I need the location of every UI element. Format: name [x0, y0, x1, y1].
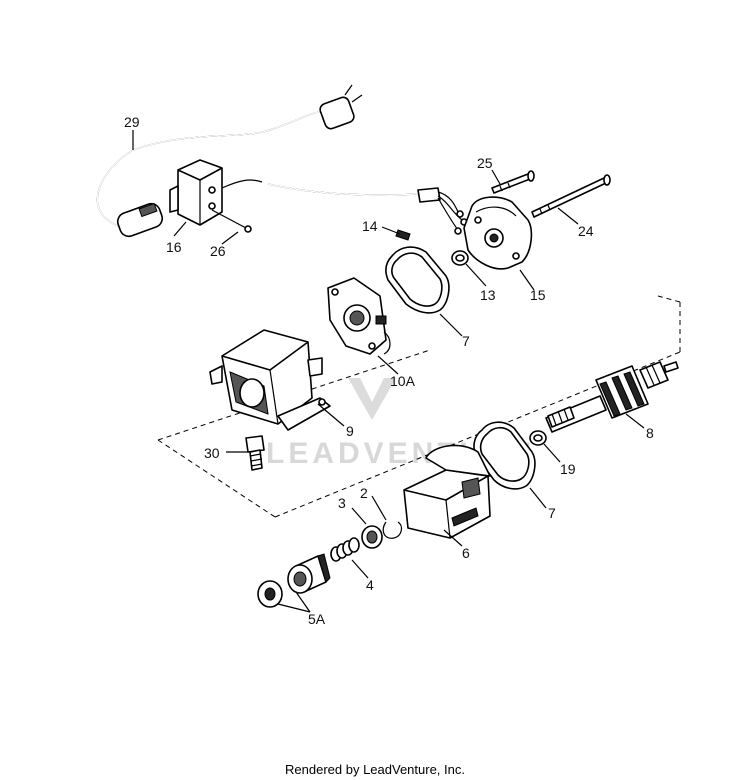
callout-3: 3 [338, 495, 346, 511]
switch-box [169, 159, 263, 226]
leader-lines [132, 130, 645, 613]
bolt-25 [491, 170, 535, 194]
rendered-by-footer: Rendered by LeadVenture, Inc. [285, 762, 465, 777]
callout-16: 16 [166, 239, 182, 255]
callout-14: 14 [362, 218, 378, 234]
callout-4: 4 [366, 577, 374, 593]
bolt-24 [531, 174, 611, 218]
drive-housing [403, 444, 491, 539]
callout-29: 29 [124, 114, 140, 130]
washer-19 [529, 430, 547, 446]
callout-6: 6 [462, 545, 470, 561]
callout-24: 24 [578, 223, 594, 239]
callout-8: 8 [646, 425, 654, 441]
callout-7-upper: 7 [462, 333, 470, 349]
spring [330, 537, 360, 562]
callout-2: 2 [360, 485, 368, 501]
callout-19: 19 [560, 461, 576, 477]
callout-7-lower: 7 [548, 505, 556, 521]
stop-collar [361, 525, 383, 549]
power-cord [96, 84, 363, 238]
callout-26: 26 [210, 243, 226, 259]
gasket-lower [473, 421, 536, 490]
end-cap [463, 196, 533, 270]
callout-labels: 29 16 26 25 24 14 13 15 7 10A 9 30 8 19 … [124, 114, 654, 627]
bolt-30 [245, 435, 265, 471]
screw-14 [395, 229, 411, 241]
callout-30: 30 [204, 445, 220, 461]
callout-5a: 5A [308, 611, 326, 627]
retaining-ring [382, 521, 403, 539]
brush-plate [327, 277, 391, 355]
armature [545, 361, 679, 433]
motor-housing [209, 329, 331, 431]
washer-13 [451, 250, 469, 266]
callout-13: 13 [480, 287, 496, 303]
callout-25: 25 [477, 155, 493, 171]
callout-9: 9 [346, 423, 354, 439]
lead-wires [267, 183, 468, 235]
callout-10a: 10A [390, 373, 416, 389]
drive-pinion [257, 553, 331, 608]
screw-26 [211, 209, 252, 233]
callout-15: 15 [530, 287, 546, 303]
gasket-upper [385, 246, 450, 314]
